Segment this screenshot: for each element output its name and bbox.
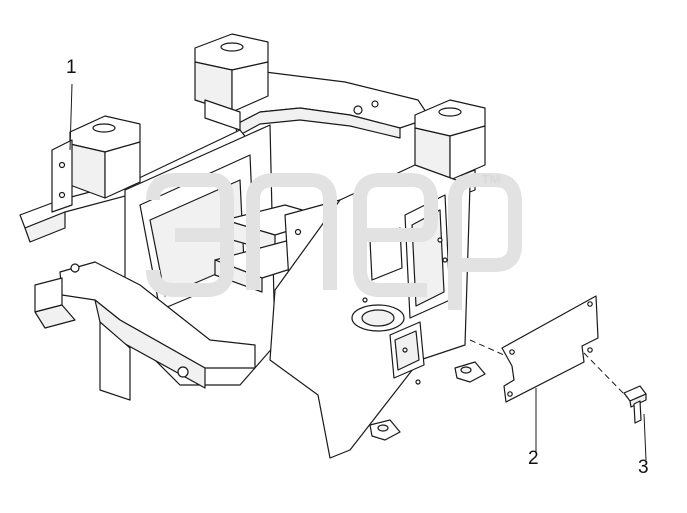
bolt — [623, 385, 647, 424]
callout-3: 3 — [638, 457, 649, 478]
bracket-plate — [51, 139, 73, 213]
leader-line-3 — [643, 413, 647, 461]
cover-plate — [501, 295, 599, 403]
callout-2: 2 — [528, 448, 539, 469]
front-arm — [59, 261, 256, 369]
alignment-line — [469, 339, 629, 399]
mount-front-left — [69, 115, 141, 199]
leader-line-1 — [69, 83, 73, 151]
mount-rear-left — [194, 33, 269, 131]
callout-1: 1 — [66, 57, 77, 78]
